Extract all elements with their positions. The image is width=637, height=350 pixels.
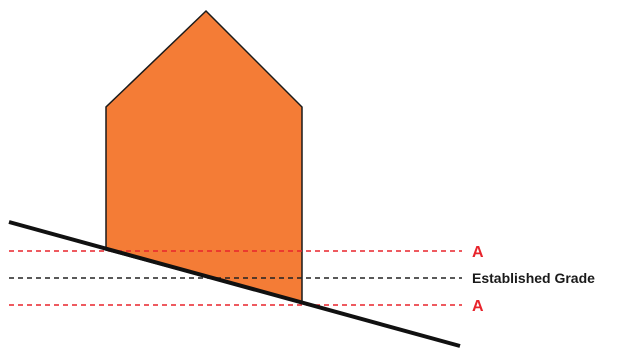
- upper-line-label: A: [472, 244, 484, 261]
- sloped-ground-line: [8, 220, 461, 348]
- established-grade-label: Established Grade: [472, 270, 595, 286]
- house-shape: [105, 9, 303, 304]
- lower-line-label: A: [472, 298, 484, 315]
